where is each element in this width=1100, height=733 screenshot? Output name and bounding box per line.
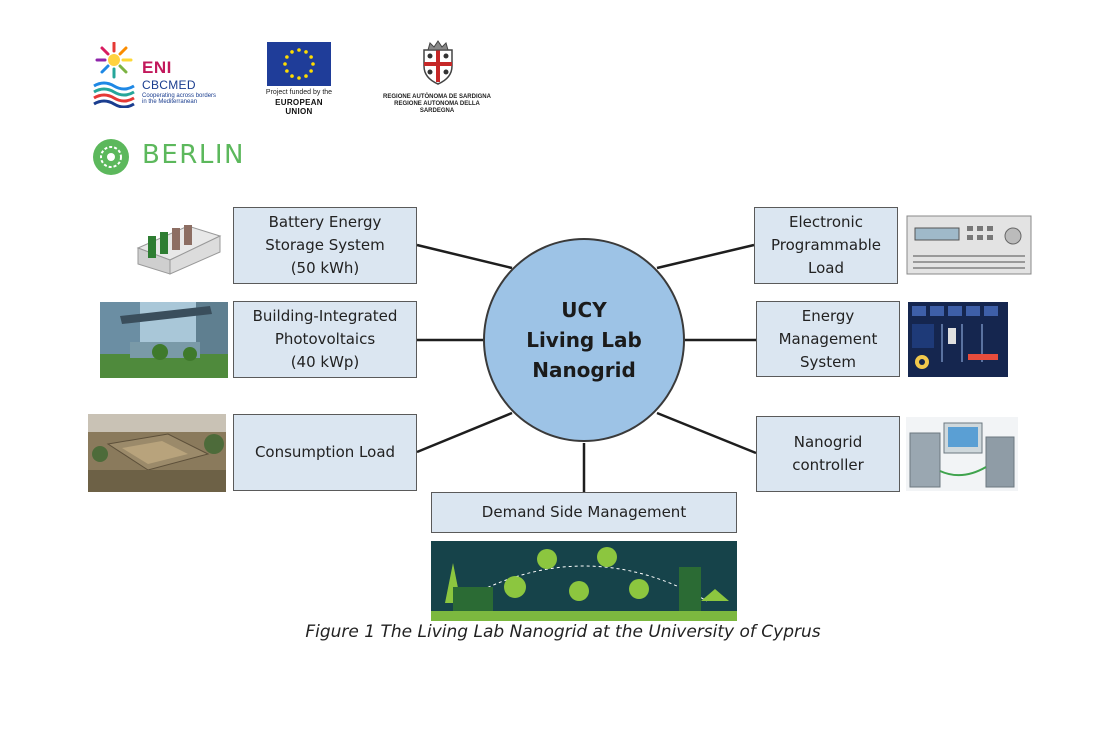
figure-caption: Figure 1 The Living Lab Nanogrid at the … xyxy=(305,622,821,642)
connector-electronic-load xyxy=(656,243,755,270)
eu-star xyxy=(309,69,313,73)
coat-of-arms-icon xyxy=(423,40,453,85)
project-name: BERLIN xyxy=(142,140,245,170)
eu-star xyxy=(283,62,287,66)
berlin-ring-icon xyxy=(93,139,129,175)
node-controller: Nanogrid controller xyxy=(756,416,900,492)
eni-cbcmed-logo: ENI CBCMED Cooperating across borders in… xyxy=(92,42,222,108)
eu-caption-2: EUROPEAN UNION xyxy=(275,98,323,116)
eni-title: ENI xyxy=(142,58,172,77)
node-ems: Energy Management System xyxy=(756,301,900,377)
eu-star xyxy=(309,55,313,59)
eu-star xyxy=(297,76,301,80)
dsm-illustration xyxy=(431,541,737,621)
node-electronic-load: Electronic Programmable Load xyxy=(754,207,898,284)
eu-star xyxy=(304,50,308,54)
battery-photo xyxy=(128,208,224,276)
eu-flag-icon xyxy=(267,42,331,86)
sunburst-icon xyxy=(93,42,135,108)
eu-star xyxy=(290,74,294,78)
eu-star xyxy=(297,48,301,52)
eni-tagline-1: Cooperating across borders xyxy=(142,93,217,99)
eu-star xyxy=(290,50,294,54)
eu-caption-1: Project funded by the xyxy=(265,89,333,96)
eu-logo: Project funded by the EUROPEAN UNION xyxy=(262,42,336,116)
hub-node: UCY Living Lab Nanogrid xyxy=(483,238,685,442)
controller-photo xyxy=(906,417,1018,491)
sardegna-logo: REGIONE AUTÒNOMA DE SARDIGNA REGIONE AUT… xyxy=(380,40,494,114)
eu-star xyxy=(304,74,308,78)
node-battery: Battery Energy Storage System (50 kWh) xyxy=(233,207,417,284)
node-bipv: Building-Integrated Photovoltaics (40 kW… xyxy=(233,301,417,378)
berlin-logo: BERLIN xyxy=(92,136,262,178)
eu-star xyxy=(285,55,289,59)
consumption-photo xyxy=(88,414,226,492)
eni-tagline-2: in the Mediterranean xyxy=(142,99,198,105)
eu-star xyxy=(285,69,289,73)
connector-battery xyxy=(416,243,513,270)
eu-star xyxy=(311,62,315,66)
sardegna-caption-2: REGIONE AUTONOMA DELLA SARDEGNA xyxy=(394,101,480,114)
node-dsm: Demand Side Management xyxy=(431,492,737,533)
connector-controller xyxy=(656,411,757,455)
cbcmed-title: CBCMED xyxy=(142,78,196,92)
sardegna-caption-1: REGIONE AUTÒNOMA DE SARDIGNA xyxy=(383,94,491,100)
connector-consumption xyxy=(416,411,513,454)
ems-photo xyxy=(908,302,1008,377)
electronic-load-photo xyxy=(905,210,1033,278)
node-consumption: Consumption Load xyxy=(233,414,417,491)
bipv-photo xyxy=(100,302,228,378)
